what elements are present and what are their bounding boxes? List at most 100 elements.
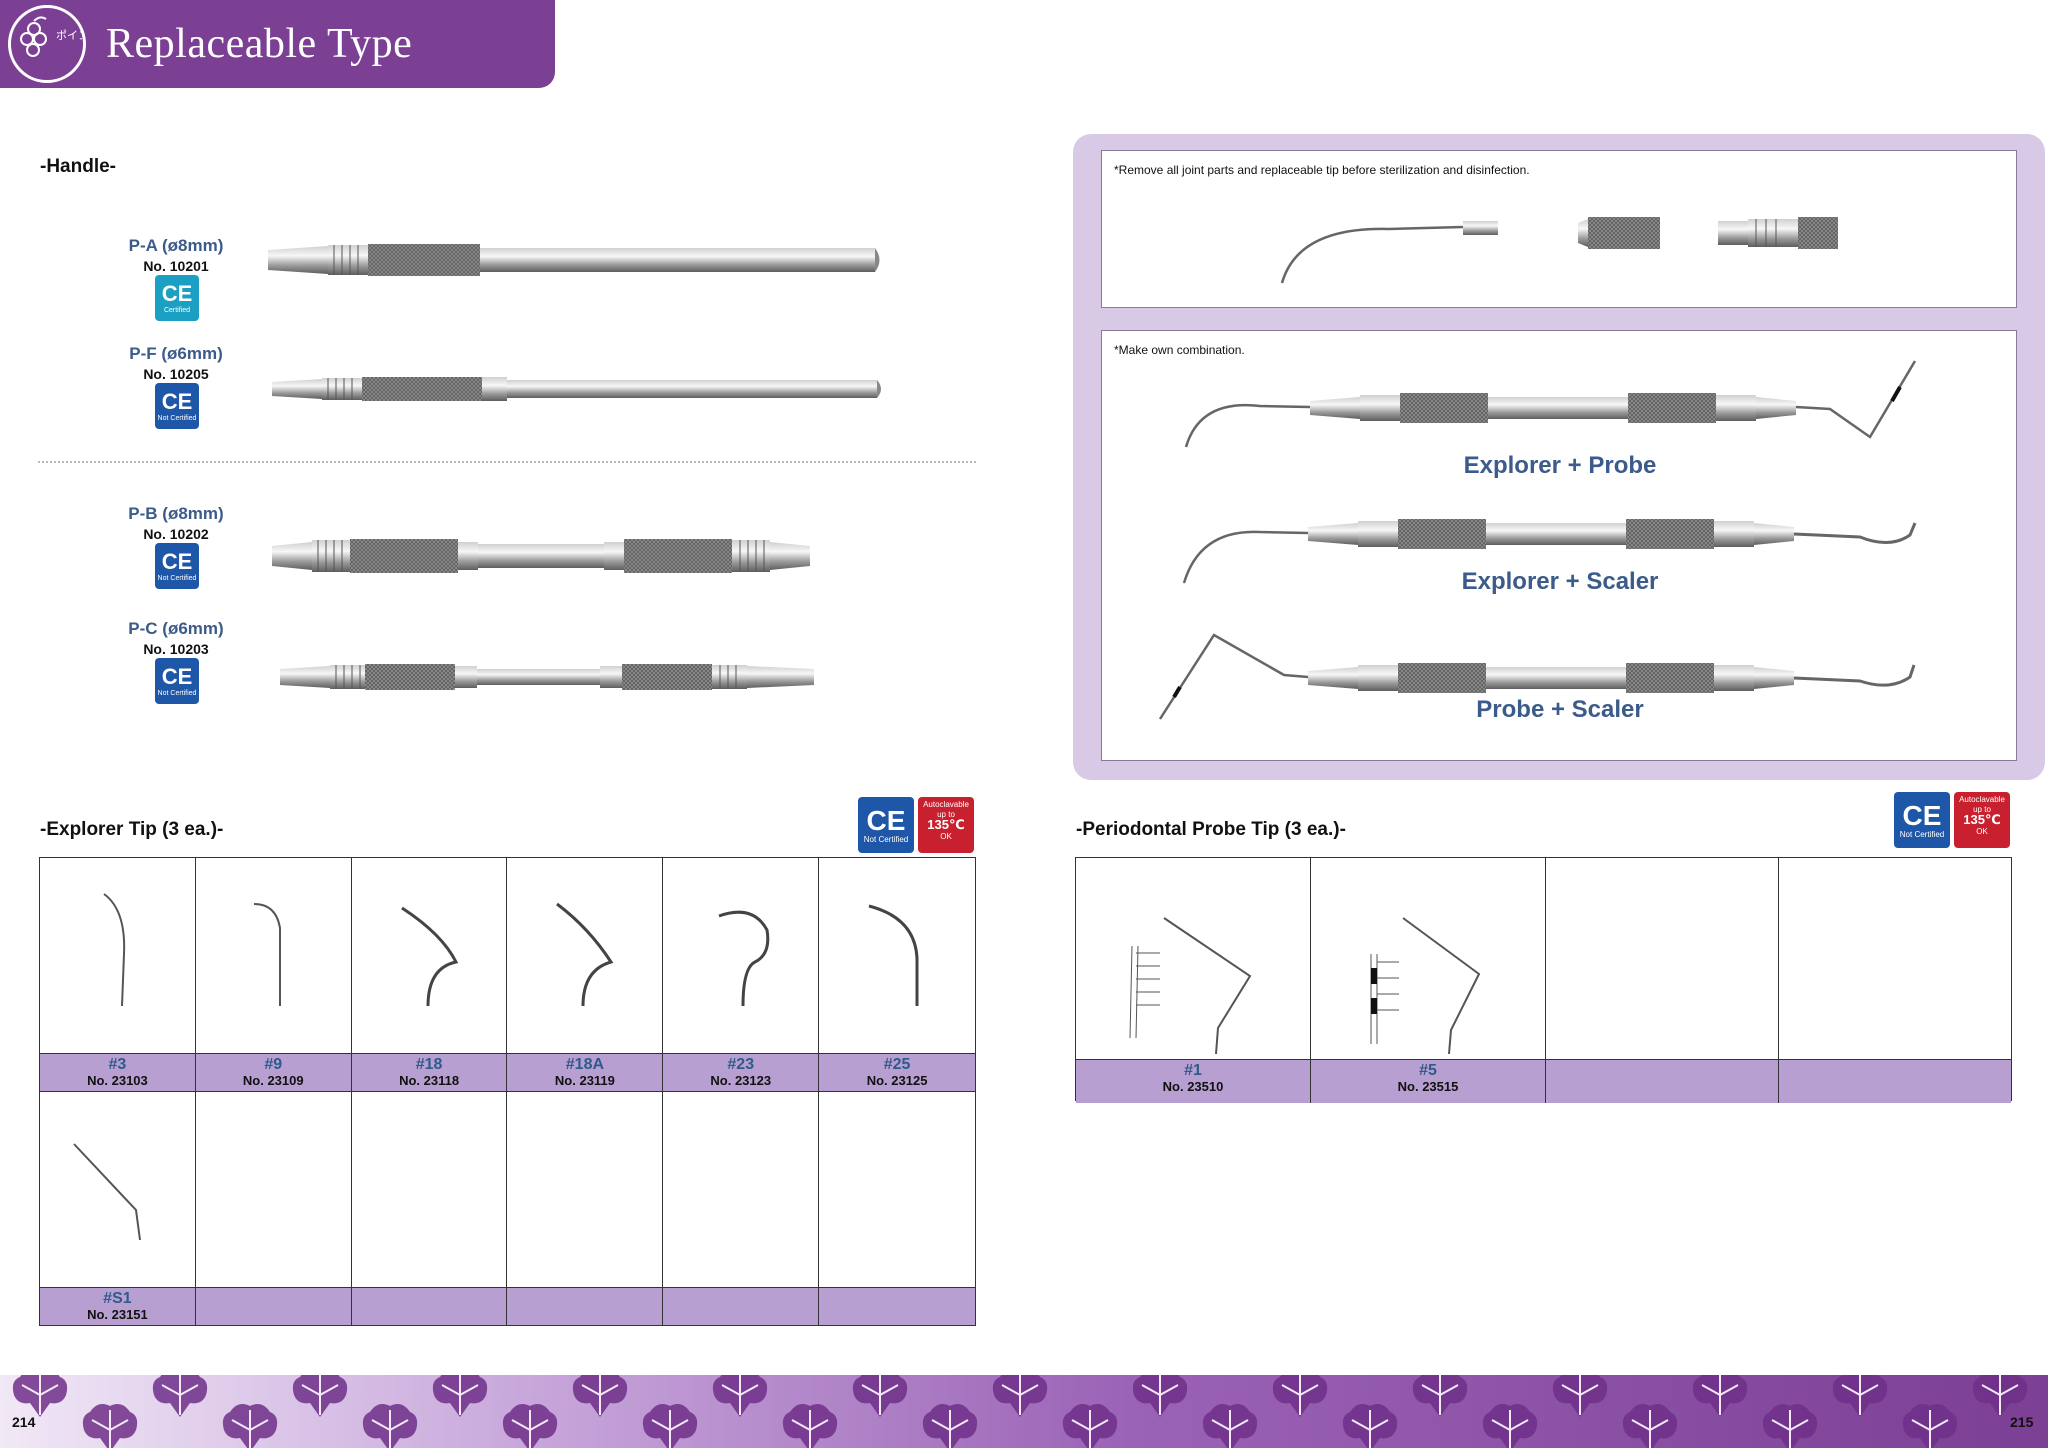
combination-box: *Make own combination. Explorer + Probe (1101, 330, 2017, 761)
tip-number: No. 23118 (399, 1072, 460, 1088)
badge-label: Not Certified (157, 689, 197, 697)
tip-code: #25 (883, 1055, 911, 1073)
autoclave-temp: 135℃ (927, 817, 965, 832)
explorer-tip-image (253, 903, 281, 1006)
handle-pb-image (272, 539, 810, 573)
tip-number: No. 23125 (866, 1072, 928, 1088)
sterilization-box: *Remove all joint parts and replaceable … (1101, 150, 2017, 308)
ok-label: OK (940, 832, 952, 841)
probe-heading: -Periodontal Probe Tip (3 ea.)- (1076, 819, 1346, 840)
handle-pc-image (280, 664, 814, 690)
handle-heading: -Handle- (40, 156, 116, 177)
combo-label-probe-scaler: Probe + Scaler (1476, 696, 1644, 723)
tip-number: No. 23515 (1397, 1079, 1459, 1094)
tip-number: No. 23151 (87, 1307, 148, 1322)
model-number: No. 10202 (143, 526, 209, 542)
grape-emblem-icon: ポイント式 (8, 5, 86, 83)
tip-code: #9 (264, 1055, 283, 1073)
model-number: No. 10201 (143, 258, 209, 274)
tip-code: #18 (415, 1055, 443, 1073)
combination-note: *Make own combination. (1114, 343, 1245, 357)
badge-label: Not Certified (1899, 829, 1945, 839)
tip-code: #1 (1184, 1062, 1202, 1079)
table-cell-empty (507, 1091, 664, 1325)
model-name: P-C (ø6mm) (128, 619, 224, 638)
table-cell-empty (351, 1091, 508, 1325)
table-cell-empty (1778, 858, 2011, 1103)
tip-number: No. 23510 (1162, 1079, 1224, 1094)
handle-pa-image (268, 244, 880, 276)
badge-label: Not Certified (863, 834, 909, 844)
autoclave-line1: Autoclavable (923, 800, 969, 809)
explorer-badges: CE Not Certified Autoclavable up to 135℃… (858, 797, 974, 853)
tip-code: #S1 (103, 1290, 132, 1307)
explorer-tip-image (73, 1142, 141, 1240)
table-cell-empty (195, 1091, 352, 1325)
explorer-tip-image (400, 906, 458, 1007)
model-number: No. 10203 (143, 641, 209, 657)
probe-badges: CE Not Certified Autoclavable up to 135℃… (1894, 792, 2010, 848)
tip-number: No. 23123 (710, 1072, 772, 1088)
emblem-text: ポイント式 (56, 29, 82, 42)
probe-tip-image (1129, 917, 1252, 1055)
tip-code: #5 (1419, 1062, 1437, 1079)
ce-mark-icon: CE (161, 280, 193, 306)
handle-model-pc: P-C (ø6mm) No. 10203 (106, 619, 246, 657)
autoclave-temp: 135℃ (1963, 812, 2001, 827)
title-tab: ポイント式 Replaceable Type (0, 0, 555, 88)
tip-number: No. 23109 (242, 1072, 304, 1088)
explorer-tip-image (718, 910, 770, 1007)
combination-panel: *Remove all joint parts and replaceable … (1073, 134, 2045, 780)
table-cell-empty (1546, 858, 1779, 1103)
sterilization-note: *Remove all joint parts and replaceable … (1114, 163, 1530, 177)
autoclavable-badge: Autoclavable up to 135℃ OK (1954, 792, 2010, 848)
autoclave-line2: up to (937, 810, 955, 819)
combo-label-explorer-probe: Explorer + Probe (1463, 452, 1657, 479)
ce-mark-icon: CE (161, 388, 193, 414)
explorer-tip-image (556, 902, 614, 1007)
ok-label: OK (1976, 827, 1988, 836)
model-number: No. 10205 (143, 366, 209, 382)
ce-not-certified-badge: CE Not Certified (858, 797, 914, 853)
model-name: P-F (ø6mm) (129, 344, 223, 363)
ce-mark-icon: CE (161, 548, 193, 574)
handle-model-pa: P-A (ø8mm) No. 10201 (106, 236, 246, 274)
page-number-left: 214 (12, 1414, 36, 1430)
explorer-tip-image (868, 904, 919, 1006)
explorer-probe-image (1184, 360, 1917, 448)
ce-mark-icon: CE (161, 663, 193, 689)
tip-number: No. 23103 (87, 1072, 148, 1088)
ce-certified-badge: CE Certified (155, 275, 199, 321)
page-title: Replaceable Type (106, 21, 413, 67)
model-name: P-B (ø8mm) (128, 504, 224, 523)
badge-label: Not Certified (157, 574, 197, 582)
tip-number: No. 23119 (554, 1072, 615, 1088)
combo-label-explorer-scaler: Explorer + Scaler (1461, 568, 1659, 595)
model-name: P-A (ø8mm) (128, 236, 224, 255)
explorer-tip-image (103, 893, 126, 1007)
handle-pf-image (272, 377, 881, 401)
probe-scaler-image (1158, 633, 1916, 720)
ce-not-certified-badge: CE Not Certified (155, 658, 199, 704)
section-divider (38, 461, 976, 463)
badge-label: Not Certified (157, 414, 197, 422)
handle-model-pf: P-F (ø6mm) No. 10205 (106, 344, 246, 382)
autoclave-line2: up to (1973, 805, 1991, 814)
decorative-footer (0, 1375, 2048, 1448)
handle-model-pb: P-B (ø8mm) No. 10202 (106, 504, 246, 542)
tip-code: #23 (727, 1055, 755, 1073)
ce-not-certified-badge: CE Not Certified (155, 383, 199, 429)
ce-mark-icon: CE (1902, 799, 1942, 831)
table-cell-empty (663, 1091, 820, 1325)
